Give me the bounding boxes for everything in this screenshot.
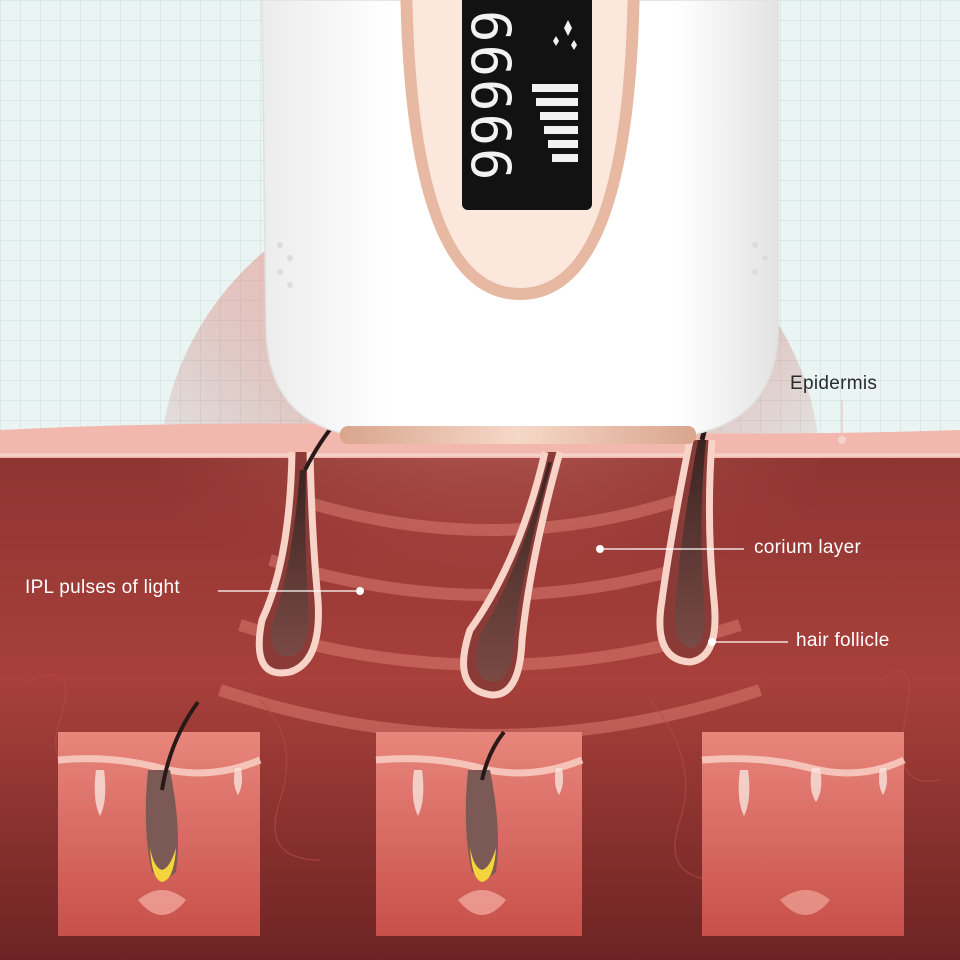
label-pointer-lines xyxy=(218,400,846,646)
energy-level-icon xyxy=(532,84,578,162)
hair-follicle-left xyxy=(255,418,340,677)
hair-follicle-right xyxy=(656,324,766,666)
corium-layer-label: corium layer xyxy=(754,537,862,558)
device-display-digits: 66666 xyxy=(459,10,522,183)
hair-follicle-middle xyxy=(460,451,564,699)
ipl-pulses-label: IPL pulses of light xyxy=(25,577,180,598)
sparkle-icon xyxy=(553,20,577,50)
epidermis-label: Epidermis xyxy=(790,373,878,394)
stage-panel-1 xyxy=(57,700,262,936)
ipl-device: 66666 xyxy=(261,0,779,444)
stage-panel-3 xyxy=(701,732,906,936)
device-vent-dots xyxy=(277,242,768,288)
hair-follicle-label: hair follicle xyxy=(796,630,890,651)
stage-panel-2 xyxy=(375,730,584,936)
